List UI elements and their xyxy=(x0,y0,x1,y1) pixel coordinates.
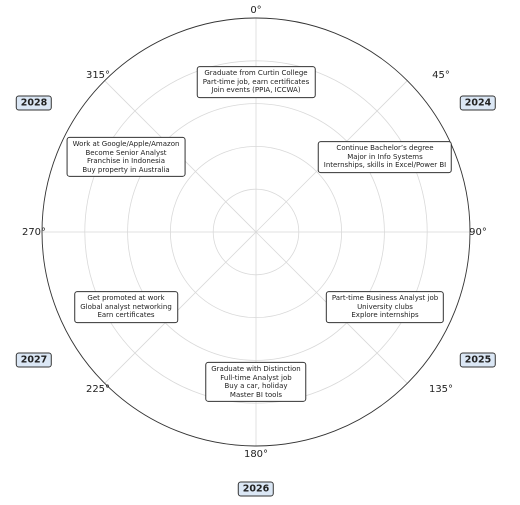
plan-line: Get promoted at work xyxy=(87,294,165,303)
year-badge-2028: 2028 xyxy=(15,95,53,111)
plan-box-2026: Graduate with Distinction Full-time Anal… xyxy=(205,361,307,403)
plan-line: Master BI tools xyxy=(229,390,283,399)
angle-label-45: 45° xyxy=(432,70,450,81)
plan-line: Become Senior Analyst xyxy=(85,148,167,157)
plan-line: University clubs xyxy=(357,302,413,311)
plan-line: Global analyst networking xyxy=(80,302,172,311)
plan-line: Major in Info Systems xyxy=(347,152,423,161)
angle-label-0: 0° xyxy=(250,5,261,16)
plan-box-2028: Work at Google/Apple/Amazon Become Senio… xyxy=(66,136,186,178)
angle-label-90: 90° xyxy=(469,227,487,238)
plan-box-2024: Continue Bachelor’s degree Major in Info… xyxy=(317,141,453,173)
year-badge-2024: 2024 xyxy=(459,95,497,111)
plan-line: Graduate from Curtin College xyxy=(204,69,308,78)
plan-line: Franchise in Indonesia xyxy=(87,157,165,165)
plan-line: Join events (PPIA, ICCWA) xyxy=(211,86,301,95)
angle-label-315: 315° xyxy=(86,70,110,81)
year-badge-2026: 2026 xyxy=(237,481,275,497)
year-badge-2027: 2027 xyxy=(15,352,53,368)
angle-label-135: 135° xyxy=(429,384,453,395)
plan-line: Internships, skills in Excel/Power BI xyxy=(323,161,447,170)
plan-box-start: Graduate from Curtin College Part-time j… xyxy=(196,66,316,98)
angle-labels: 0° 45° 90° 135° 180° 225° 270° 315° xyxy=(22,5,487,460)
plan-box-2025: Part-time Business Analyst job Universit… xyxy=(325,291,445,323)
plan-line: Buy a car, holiday xyxy=(224,382,288,390)
angle-label-180: 180° xyxy=(244,449,268,460)
plan-line: Part-time Business Analyst job xyxy=(331,294,439,303)
plan-line: Graduate with Distinction xyxy=(211,364,301,373)
plan-line: Work at Google/Apple/Amazon xyxy=(72,139,180,148)
plan-line: Earn certificates xyxy=(97,311,155,320)
plan-line: Part-time job, earn certificates xyxy=(202,77,310,86)
angle-label-270: 270° xyxy=(22,227,46,238)
angle-label-225: 225° xyxy=(86,384,110,395)
outer-circle xyxy=(41,17,471,447)
grid-spoke-5 xyxy=(104,231,257,384)
plan-line: Explore internships xyxy=(351,311,419,320)
plan-line: Continue Bachelor’s degree xyxy=(336,144,434,153)
plan-line: Full-time Analyst job xyxy=(220,373,292,382)
plan-line: Buy property in Australia xyxy=(82,165,170,174)
plan-box-2027: Get promoted at work Global analyst netw… xyxy=(74,291,178,323)
year-badge-2025: 2025 xyxy=(459,352,497,368)
